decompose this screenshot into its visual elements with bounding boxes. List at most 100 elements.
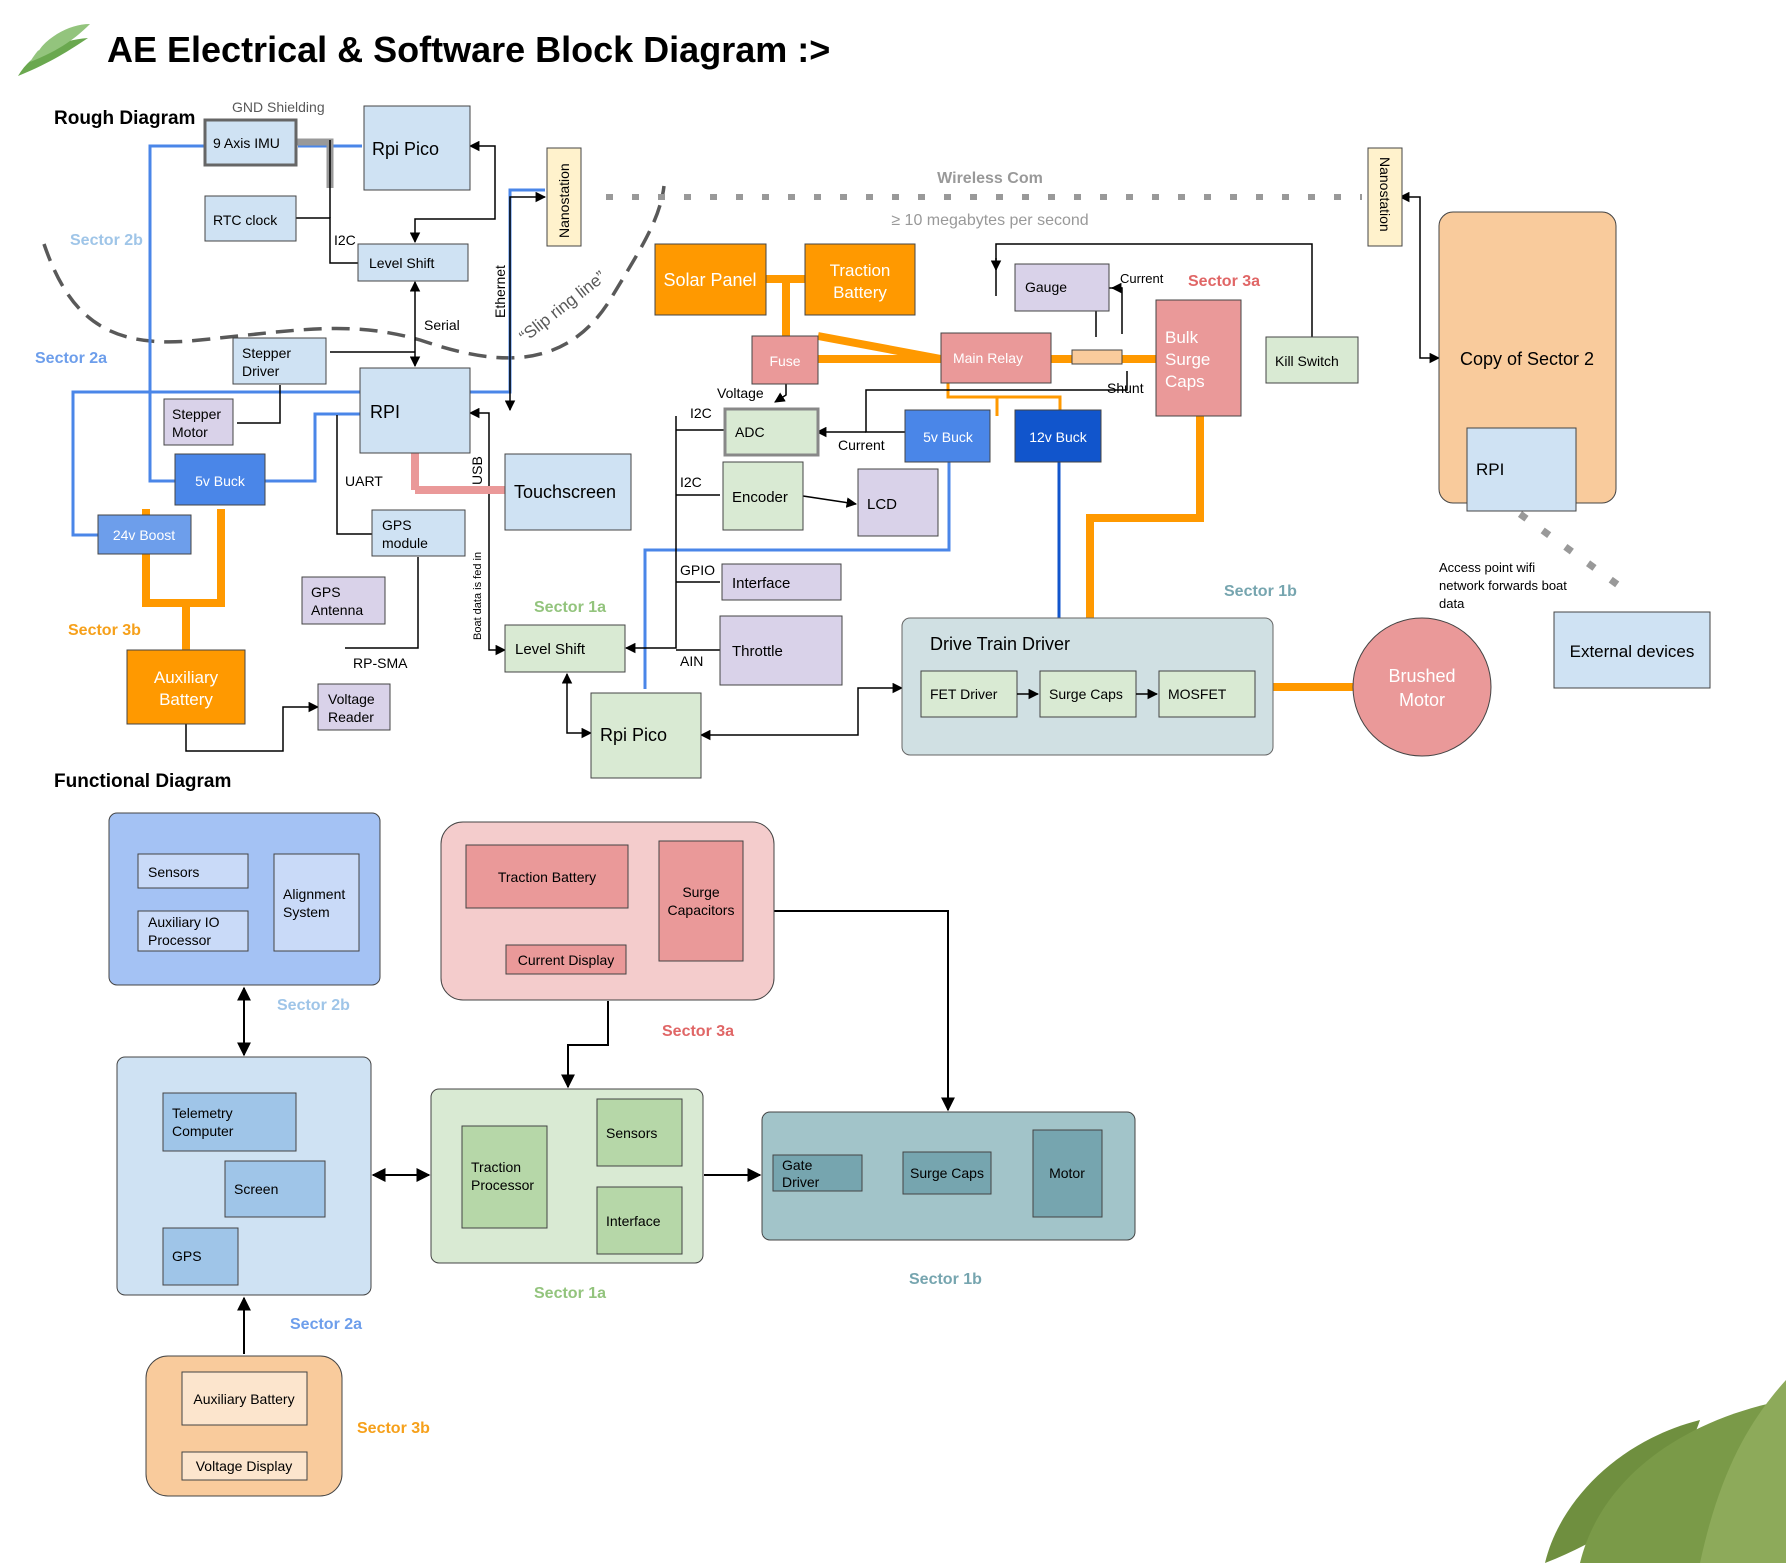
leaf-decoration-icon: [1545, 1380, 1786, 1563]
fd-sector-1b-label: Sector 1b: [909, 1271, 982, 1288]
sector-2b-label: Sector 2b: [70, 232, 143, 249]
imu-label: 9 Axis IMU: [213, 135, 280, 151]
lcd-box: [857, 468, 939, 537]
fd-alignment-box: [273, 853, 360, 952]
gps-module-label-2: module: [382, 535, 428, 551]
external-devices-box: [1553, 611, 1711, 689]
fd-sensors-2b-label: Sensors: [148, 864, 199, 880]
fd-traction-battery-label: Traction Battery: [498, 869, 596, 885]
buck-12v-label: 12v Buck: [1029, 429, 1088, 445]
fd-surge-cap-box: [658, 840, 744, 962]
fd-current-display-box: [505, 944, 627, 975]
surge-caps-box: [1039, 670, 1137, 718]
i2c-label-3: I2C: [680, 474, 702, 490]
brushed-motor-circle: [1352, 617, 1492, 757]
gauge-label: Gauge: [1025, 279, 1067, 295]
rtc-box: [204, 195, 297, 242]
usb-label: USB: [469, 456, 485, 485]
fd-sensors-2b-box: [137, 853, 249, 889]
interface-box: [721, 563, 842, 601]
adc-label: ADC: [735, 424, 765, 440]
signal-lines: [185, 140, 1441, 752]
fuse-box: [751, 335, 819, 385]
fd-sensors-1a-label: Sensors: [606, 1125, 657, 1141]
aux-battery-box: [126, 649, 246, 725]
sector-2a-label: Sector 2a: [35, 350, 107, 367]
current-top-label: Current: [1120, 271, 1164, 286]
gpio-label: GPIO: [680, 562, 715, 578]
stepper-driver-label-2: Driver: [242, 363, 280, 379]
fd-voltage-display-box: [181, 1451, 308, 1481]
voltage-reader-box: [317, 683, 391, 731]
sector-1a-label: Sector 1a: [534, 599, 606, 616]
gps-module-box: [371, 509, 466, 557]
voltage-reader-label: Voltage: [328, 691, 375, 707]
fd-sector-3b-label: Sector 3b: [357, 1420, 430, 1437]
rough-diagram-heading: Rough Diagram: [54, 108, 195, 129]
fd-interface-1a-box: [596, 1186, 683, 1255]
fd-traction-battery-box: [465, 844, 629, 909]
gps-antenna-label: GPS: [311, 584, 341, 600]
fd-alignment-label-2: System: [283, 904, 330, 920]
kill-switch-box: [1265, 336, 1359, 384]
interface-label: Interface: [732, 575, 790, 592]
traction-battery-label: Traction: [830, 261, 891, 280]
buck-5v-left-label: 5v Buck: [195, 473, 246, 489]
brushed-motor-label-2: Motor: [1399, 690, 1445, 710]
rpi-copy-box: [1466, 427, 1577, 512]
fd-telemetry-box: [162, 1092, 297, 1152]
fd-current-display-label: Current Display: [518, 952, 614, 968]
fd-traction-proc-label-2: Processor: [471, 1177, 534, 1193]
access-point-label: Access point wifi: [1439, 560, 1535, 575]
imu-box: [203, 118, 298, 167]
buck-5v-right-label: 5v Buck: [923, 429, 974, 445]
fd-traction-proc-label: Traction: [471, 1159, 521, 1175]
voltage-label: Voltage: [717, 385, 764, 401]
buck-12v-box: [1014, 409, 1102, 463]
level-shift-top-box: [357, 243, 469, 282]
fd-gate-driver-label: Gate: [782, 1157, 813, 1173]
throttle-box: [719, 615, 843, 686]
traction-battery-box: [804, 243, 916, 316]
fd-gps-label: GPS: [172, 1248, 202, 1264]
rpi-label: RPI: [370, 402, 400, 422]
gps-antenna-box: [301, 576, 386, 625]
fd-sector-2b-label: Sector 2b: [277, 997, 350, 1014]
touchscreen-box: [504, 453, 632, 531]
rp-sma-label: RP-SMA: [353, 655, 408, 671]
shunt-label: Shunt: [1107, 380, 1144, 396]
level-shift-bottom-label: Level Shift: [515, 641, 586, 658]
fd-screen-label: Screen: [234, 1181, 278, 1197]
fd-telemetry-label-2: Computer: [172, 1123, 234, 1139]
fd-aux-battery-box: [181, 1371, 308, 1426]
fd-sector-1a-label: Sector 1a: [534, 1285, 606, 1302]
boost-24v-label: 24v Boost: [113, 527, 175, 543]
fd-surge-caps-label: Surge Caps: [910, 1165, 984, 1181]
fd-aux-io-label-2: Processor: [148, 932, 211, 948]
fd-aux-io-label: Auxiliary IO: [148, 914, 220, 930]
gps-antenna-label-2: Antenna: [311, 602, 363, 618]
fd-aux-io-box: [137, 910, 249, 952]
page-title: AE Electrical & Software Block Diagram :…: [107, 29, 830, 70]
external-devices-label: External devices: [1570, 642, 1695, 661]
fd-alignment-label: Alignment: [283, 886, 345, 902]
lcd-label: LCD: [867, 496, 897, 513]
nanostation-left-label: Nanostation: [556, 163, 572, 238]
fd-motor-box: [1032, 1129, 1103, 1218]
fd-telemetry-label: Telemetry: [172, 1105, 233, 1121]
fd-sensors-1a-box: [596, 1098, 683, 1167]
shunt-box: [1071, 349, 1123, 365]
rpi-pico-bottom-label: Rpi Pico: [600, 725, 667, 745]
access-point-label-2: network forwards boat: [1439, 578, 1567, 593]
fuse-label: Fuse: [769, 353, 800, 369]
bulk-caps-label-3: Caps: [1165, 372, 1205, 391]
uart-label: UART: [345, 473, 383, 489]
slip-ring-label: “Slip ring line”: [516, 267, 610, 346]
serial-label: Serial: [424, 317, 460, 333]
brushed-motor-label: Brushed: [1388, 666, 1455, 686]
fd-interface-1a-label: Interface: [606, 1213, 661, 1229]
drive-train-label: Drive Train Driver: [930, 634, 1070, 654]
sector-3b-label: Sector 3b: [68, 622, 141, 639]
fd-motor-label: Motor: [1049, 1165, 1085, 1181]
